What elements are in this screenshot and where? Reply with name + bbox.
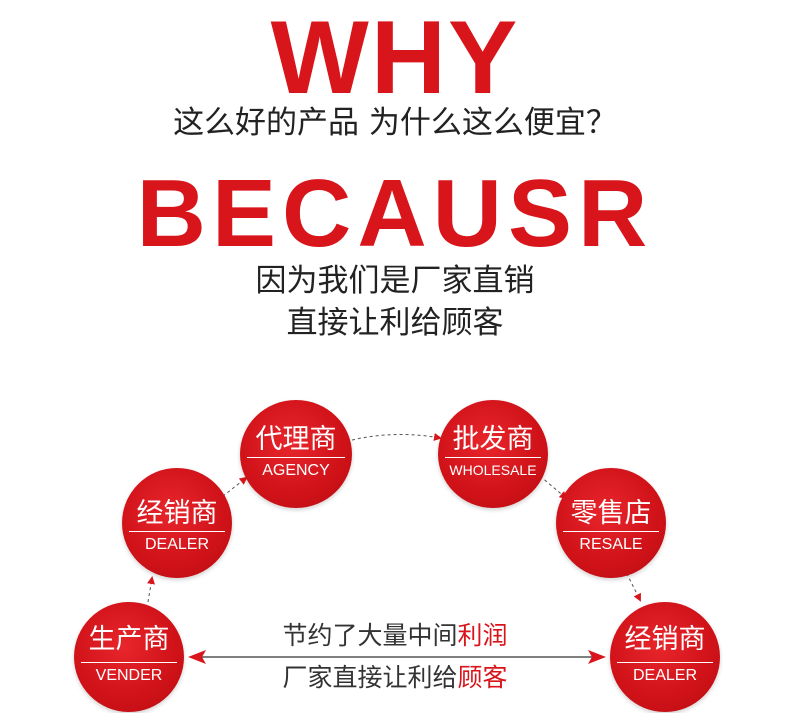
savings-line-customer: 厂家直接让利给顾客 xyxy=(0,665,790,690)
node-label-cn: 经销商 xyxy=(624,624,706,655)
savings-text: 厂家直接让利给 xyxy=(282,663,458,692)
answer-line-benefit: 直接让利给顾客 xyxy=(286,305,504,341)
node-label-en: DEALER xyxy=(144,536,210,553)
arrowhead-left xyxy=(188,650,206,664)
node-label-en: DEALER xyxy=(632,667,698,684)
node-divider xyxy=(246,457,346,458)
flow-node-resale: 零售店 RESALE xyxy=(556,468,666,578)
node-label-en: RESALE xyxy=(579,536,643,553)
node-label-en: VENDER xyxy=(95,667,163,684)
flow-node-vender: 生产商 VENDER xyxy=(74,602,184,712)
node-label-cn: 零售店 xyxy=(570,498,652,529)
why-title: WHY xyxy=(270,0,520,116)
flow-node-wholesale: 批发商 WHOLESALE xyxy=(438,400,548,508)
connector-vender-to-dealer xyxy=(147,576,155,603)
node-divider xyxy=(444,457,542,458)
node-label-cn: 批发商 xyxy=(452,424,534,455)
savings-highlight-profit: 利润 xyxy=(457,621,508,650)
because-title: BECAUSR xyxy=(136,160,654,267)
node-divider xyxy=(562,531,660,532)
answer-line-factory-direct: 因为我们是厂家直销 xyxy=(255,263,535,299)
savings-text: 节约了大量中间 xyxy=(282,621,458,650)
flow-node-agency: 代理商 AGENCY xyxy=(240,400,352,508)
node-divider xyxy=(616,662,714,663)
node-label-cn: 生产商 xyxy=(88,624,170,655)
savings-line-profit: 节约了大量中间利润 xyxy=(0,623,790,648)
node-label-cn: 经销商 xyxy=(136,498,218,529)
node-label-cn: 代理商 xyxy=(255,424,337,455)
node-label-en: WHOLESALE xyxy=(449,462,537,478)
arrowhead-right xyxy=(588,650,606,664)
node-divider xyxy=(80,662,178,663)
savings-highlight-customer: 顾客 xyxy=(457,663,508,692)
question-subtitle: 这么好的产品 为什么这么便宜？ xyxy=(173,105,617,141)
node-label-en: AGENCY xyxy=(262,462,330,479)
node-divider xyxy=(128,531,226,532)
connector-agency-to-wholesale xyxy=(351,432,442,441)
flow-node-dealer-right: 经销商 DEALER xyxy=(610,602,720,712)
connector-wholesale-to-resale xyxy=(539,475,568,500)
flow-node-dealer-left: 经销商 DEALER xyxy=(122,468,232,578)
